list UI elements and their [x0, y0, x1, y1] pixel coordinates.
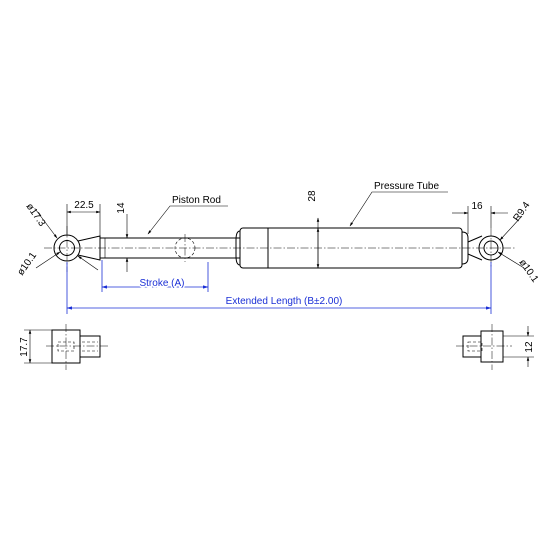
- pressure-tube-leader: [349, 191, 448, 227]
- left-side-view: 17.7: [19, 324, 108, 370]
- stroke-label: Stroke (A): [139, 278, 184, 289]
- piston-rod-label: Piston Rod: [172, 195, 221, 206]
- piston-rod-leader: [147, 205, 228, 235]
- dim-r9-4-text: R9.4: [511, 200, 532, 224]
- right-side-view: 12: [456, 324, 535, 370]
- right-side-stem: [462, 335, 482, 358]
- dim-16-text: 16: [471, 201, 483, 212]
- dim-left-hole-far-arrow: [77, 255, 99, 271]
- dim-r9-4-leader: [499, 215, 523, 241]
- tube-left-cap: [235, 230, 241, 266]
- dim-left-outer-text: ø17.3: [24, 201, 48, 229]
- dim-22-5-text: 22.5: [74, 200, 94, 211]
- tube-body: [239, 227, 463, 269]
- dim-tube-dia-text: 28: [307, 190, 318, 202]
- dim-left-hole-leader: [35, 251, 61, 269]
- gas-spring-assembly: [44, 226, 516, 272]
- dim-12-text: 12: [524, 341, 535, 353]
- pressure-tube-label: Pressure Tube: [374, 181, 439, 192]
- blue-dimensions: Stroke (A) Extended Length (B±2.00): [66, 260, 492, 314]
- dim-right-hole-text: ø10.1: [517, 257, 541, 285]
- right-eye-neck: [467, 235, 483, 261]
- extended-length-label: Extended Length (B±2.00): [226, 296, 343, 307]
- dim-rod-dia-text: 14: [116, 202, 127, 214]
- tube-right-cap: [461, 231, 469, 265]
- callouts: Piston Rod Pressure Tube: [147, 181, 448, 235]
- dim-right-hole-leader: [497, 251, 525, 269]
- left-side-stem: [80, 335, 101, 358]
- pressure-tube: [235, 227, 469, 269]
- dim-left-hole-text: ø10.1: [15, 250, 39, 278]
- dim-left-outer-leader: [35, 209, 58, 239]
- dim-17-7-text: 17.7: [19, 337, 30, 357]
- left-eye-end: [53, 226, 101, 272]
- right-eye-end: [467, 228, 504, 268]
- right-side-hidden-bore: [467, 341, 483, 352]
